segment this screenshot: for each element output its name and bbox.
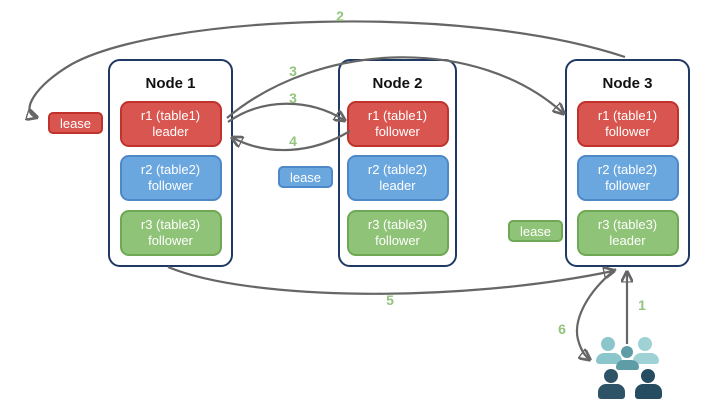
replica-name: r3 (table3) <box>367 217 428 233</box>
node-1-replica-r1: r1 (table1) leader <box>119 101 222 147</box>
step-label-2: 2 <box>336 8 344 24</box>
node-2: Node 2 r1 (table1) follower r2 (table2) … <box>338 59 457 267</box>
replica-name: r2 (table2) <box>597 162 658 178</box>
user-back-left-head <box>601 337 615 351</box>
replica-role: follower <box>605 124 650 139</box>
replica-name: r3 (table3) <box>597 217 658 233</box>
node-2-replica-r3: r3 (table3) follower <box>346 210 449 256</box>
user-back-right-head <box>638 337 652 351</box>
replica-name: r1 (table1) <box>367 108 428 124</box>
replica-role: follower <box>375 233 420 248</box>
step-label-5: 5 <box>386 292 394 308</box>
node-2-replica-r2: r2 (table2) leader <box>346 155 449 201</box>
replica-role: follower <box>148 233 193 248</box>
node-1-replica-r2: r2 (table2) follower <box>119 155 222 201</box>
replica-role: leader <box>379 178 416 193</box>
replica-name: r1 (table1) <box>597 108 658 124</box>
node-2-replica-r1: r1 (table1) follower <box>346 101 449 147</box>
step-label-3b: 3 <box>289 90 297 106</box>
arrow-step-3-to-node2 <box>227 102 344 122</box>
replica-name: r2 (table2) <box>367 162 428 178</box>
arrow-step-5 <box>167 267 613 295</box>
node-3-replica-r3: r3 (table3) leader <box>576 210 679 256</box>
user-middle-head <box>621 346 633 358</box>
user-front-right-body <box>635 384 662 399</box>
node-3-replica-r2: r2 (table2) follower <box>576 155 679 201</box>
replica-name: r2 (table2) <box>140 162 201 178</box>
node-1-replica-r3: r3 (table3) follower <box>119 210 222 256</box>
lease-badge-table3: lease <box>508 220 563 242</box>
node-1-title: Node 1 <box>145 75 196 92</box>
lease-badge-table1: lease <box>48 112 103 134</box>
node-1: Node 1 r1 (table1) leader r2 (table2) fo… <box>108 59 233 267</box>
step-label-3a: 3 <box>289 63 297 79</box>
replica-role: follower <box>605 178 650 193</box>
replica-role: leader <box>152 124 189 139</box>
replica-role: leader <box>609 233 646 248</box>
user-front-right-head <box>641 369 655 383</box>
node-3-title: Node 3 <box>602 75 653 92</box>
lease-badge-table2: lease <box>278 166 333 188</box>
step-label-1: 1 <box>638 297 646 313</box>
user-back-right-body <box>633 353 659 364</box>
replica-role: follower <box>375 124 420 139</box>
replica-name: r1 (table1) <box>140 108 201 124</box>
step-label-4: 4 <box>289 133 297 149</box>
replica-name: r3 (table3) <box>140 217 201 233</box>
node-3: Node 3 r1 (table1) follower r2 (table2) … <box>565 59 690 267</box>
node-2-title: Node 2 <box>372 75 423 92</box>
user-middle-body <box>616 360 639 370</box>
user-front-left-body <box>598 384 625 399</box>
users-icon <box>594 335 664 401</box>
step-label-6: 6 <box>558 321 566 337</box>
node-3-replica-r1: r1 (table1) follower <box>576 101 679 147</box>
replica-role: follower <box>148 178 193 193</box>
user-front-left-head <box>604 369 618 383</box>
